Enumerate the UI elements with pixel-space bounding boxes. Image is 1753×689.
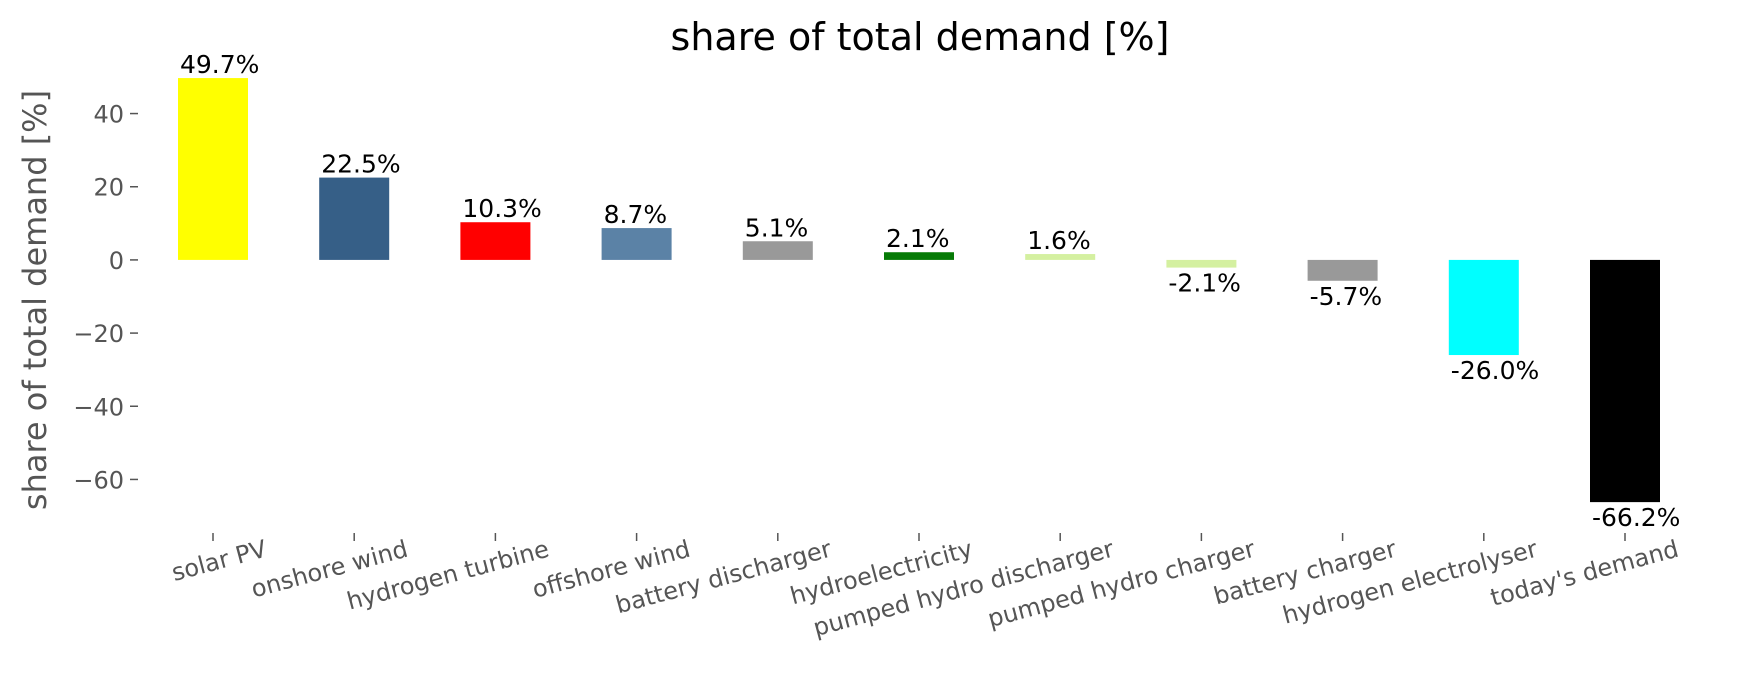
bar xyxy=(1448,259,1519,356)
y-tick-label: 20 xyxy=(93,174,124,202)
bar xyxy=(1166,259,1237,268)
data-label: -2.1% xyxy=(1168,269,1241,298)
data-label: 8.7% xyxy=(604,200,668,229)
bar xyxy=(884,252,954,260)
data-label: 10.3% xyxy=(462,194,541,223)
chart-title: share of total demand [%] xyxy=(671,15,1170,59)
data-label: 5.1% xyxy=(745,213,809,242)
y-axis-label: share of total demand [%] xyxy=(16,90,54,510)
y-tick-label: −40 xyxy=(73,393,124,421)
y-axis: 40 20 0 −20 −40 −60 xyxy=(73,101,138,494)
data-label: 2.1% xyxy=(886,224,950,253)
y-tick-label: 40 xyxy=(93,101,124,129)
bar xyxy=(178,78,248,260)
y-tick-label: −60 xyxy=(73,466,124,494)
data-label: 1.6% xyxy=(1027,226,1091,255)
data-label: -66.2% xyxy=(1592,503,1680,532)
data-label: -5.7% xyxy=(1310,282,1383,311)
bar xyxy=(1307,259,1378,281)
y-tick-label: 0 xyxy=(109,247,124,275)
y-tick-label: −20 xyxy=(73,320,124,348)
bar xyxy=(1590,259,1660,503)
bar xyxy=(601,228,672,260)
bars: 49.7% 22.5% 10.3% 8.7% 5.1% 2.1% 1.6% -2.1% -5.7… xyxy=(178,50,1680,532)
data-label: 22.5% xyxy=(321,150,400,179)
data-label: 49.7% xyxy=(180,50,259,79)
bar xyxy=(460,222,531,260)
bar xyxy=(1025,254,1096,260)
bar xyxy=(742,241,813,260)
data-label: -26.0% xyxy=(1451,356,1539,385)
bar xyxy=(319,177,390,260)
